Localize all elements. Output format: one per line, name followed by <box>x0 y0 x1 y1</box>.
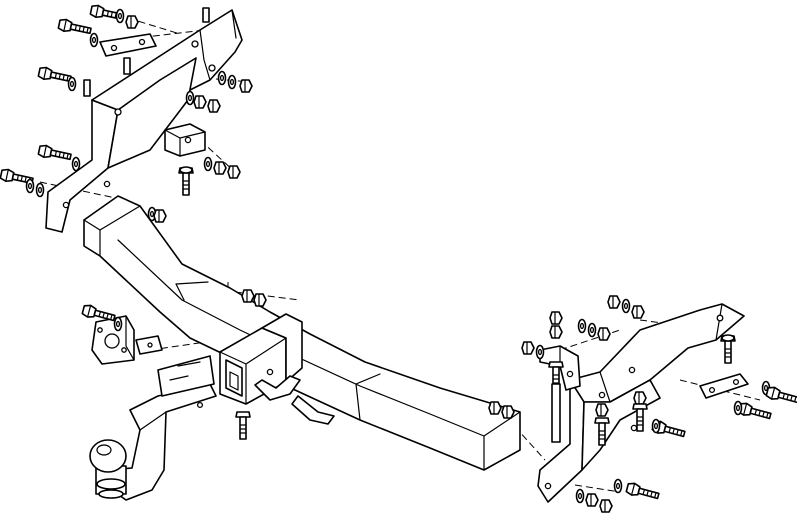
right-spacer-plate <box>699 373 749 399</box>
electrical-socket-plate <box>80 303 163 365</box>
left-side-bracket <box>45 7 243 233</box>
left-spacer-plate <box>99 33 157 57</box>
receiver-socket <box>219 313 335 425</box>
tow-ball-mount <box>89 355 217 501</box>
right-fasteners <box>521 295 797 513</box>
left-angle-bracket <box>164 123 206 157</box>
right-angle-bracket <box>539 345 581 391</box>
left-fasteners <box>0 3 253 223</box>
